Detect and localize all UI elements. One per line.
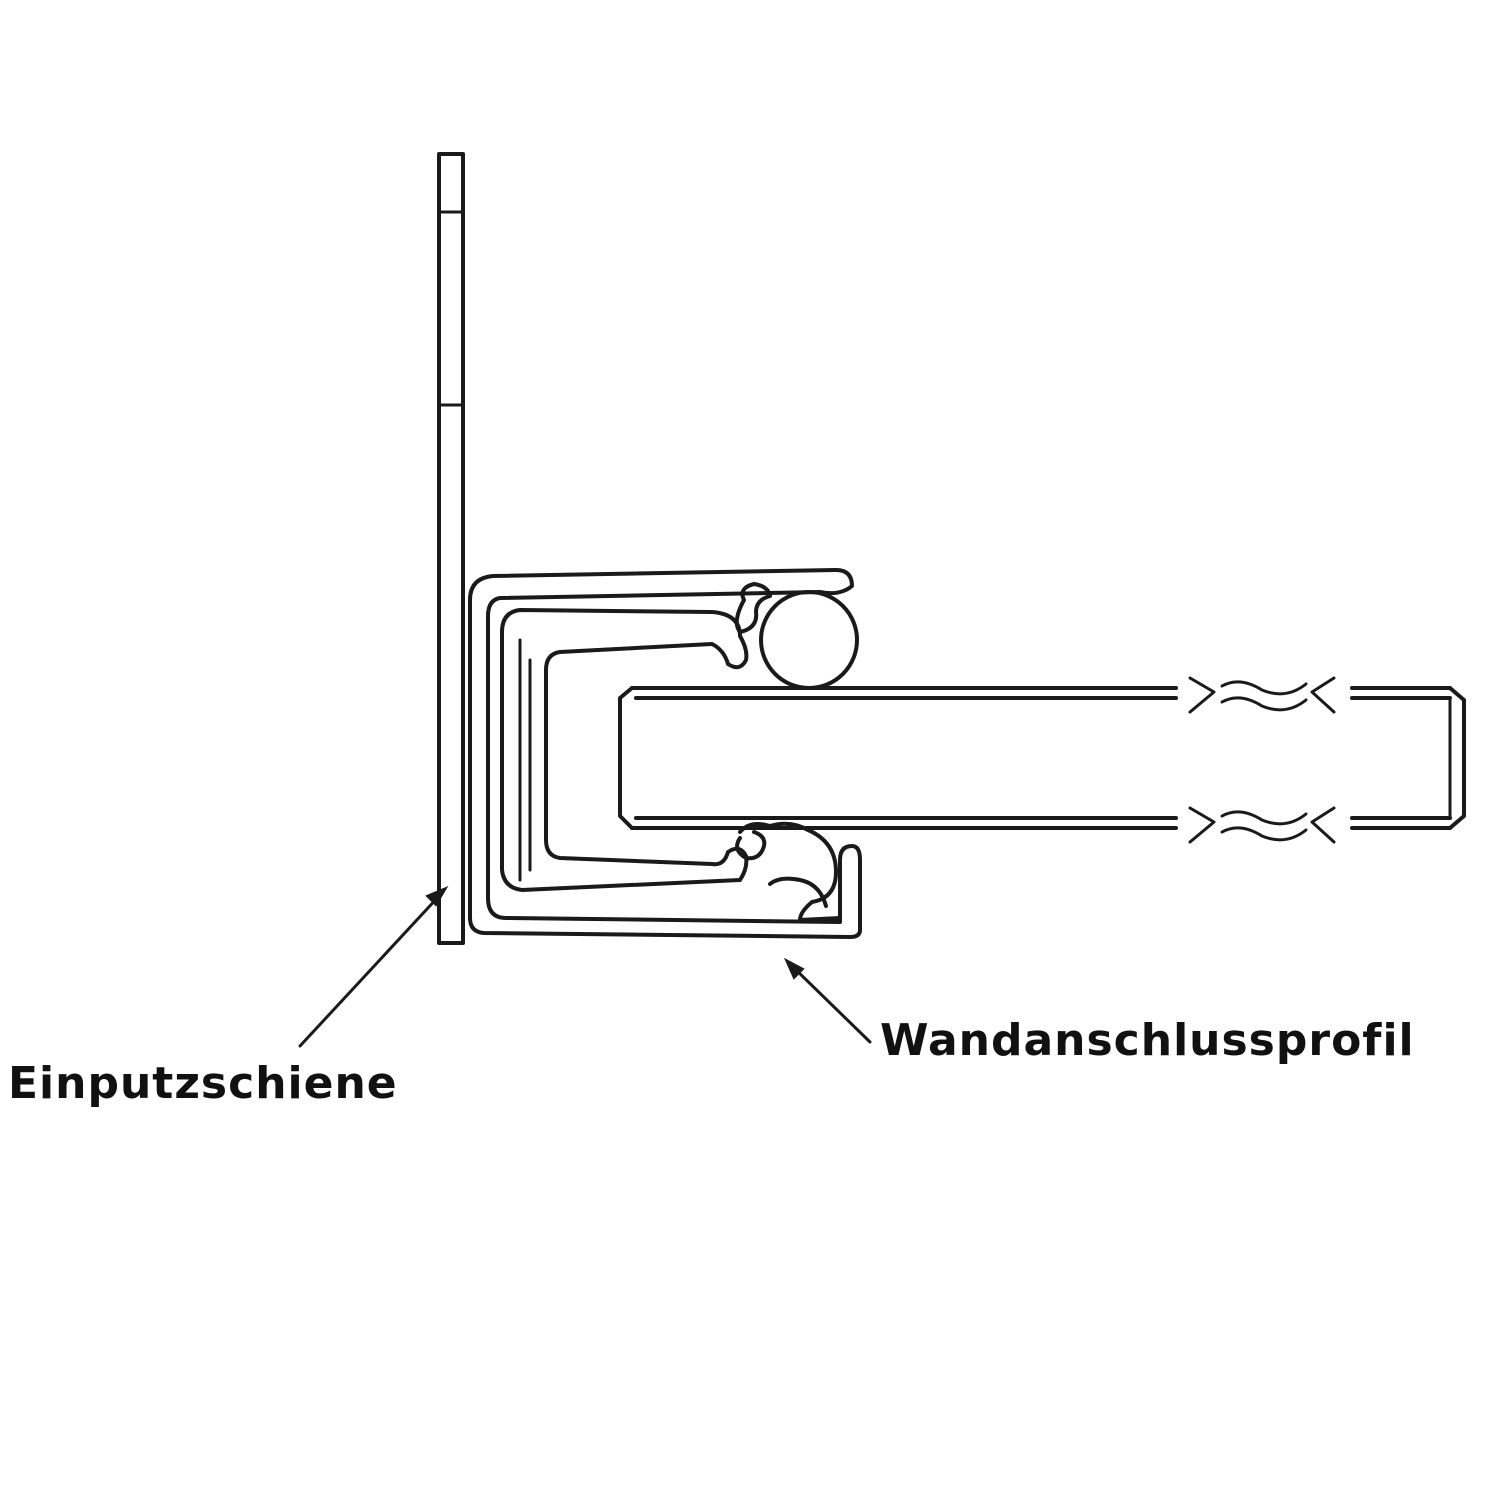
panel-bar (618, 676, 1466, 844)
profile-label: Wandanschlussprofil (880, 1015, 1415, 1066)
rail-leader-arrow (298, 885, 449, 1048)
wall-connection-profile (468, 568, 862, 939)
rail-label: Einputzschiene (8, 1058, 398, 1109)
plaster-rail (437, 152, 465, 945)
profile-leader-arrow (783, 957, 872, 1044)
